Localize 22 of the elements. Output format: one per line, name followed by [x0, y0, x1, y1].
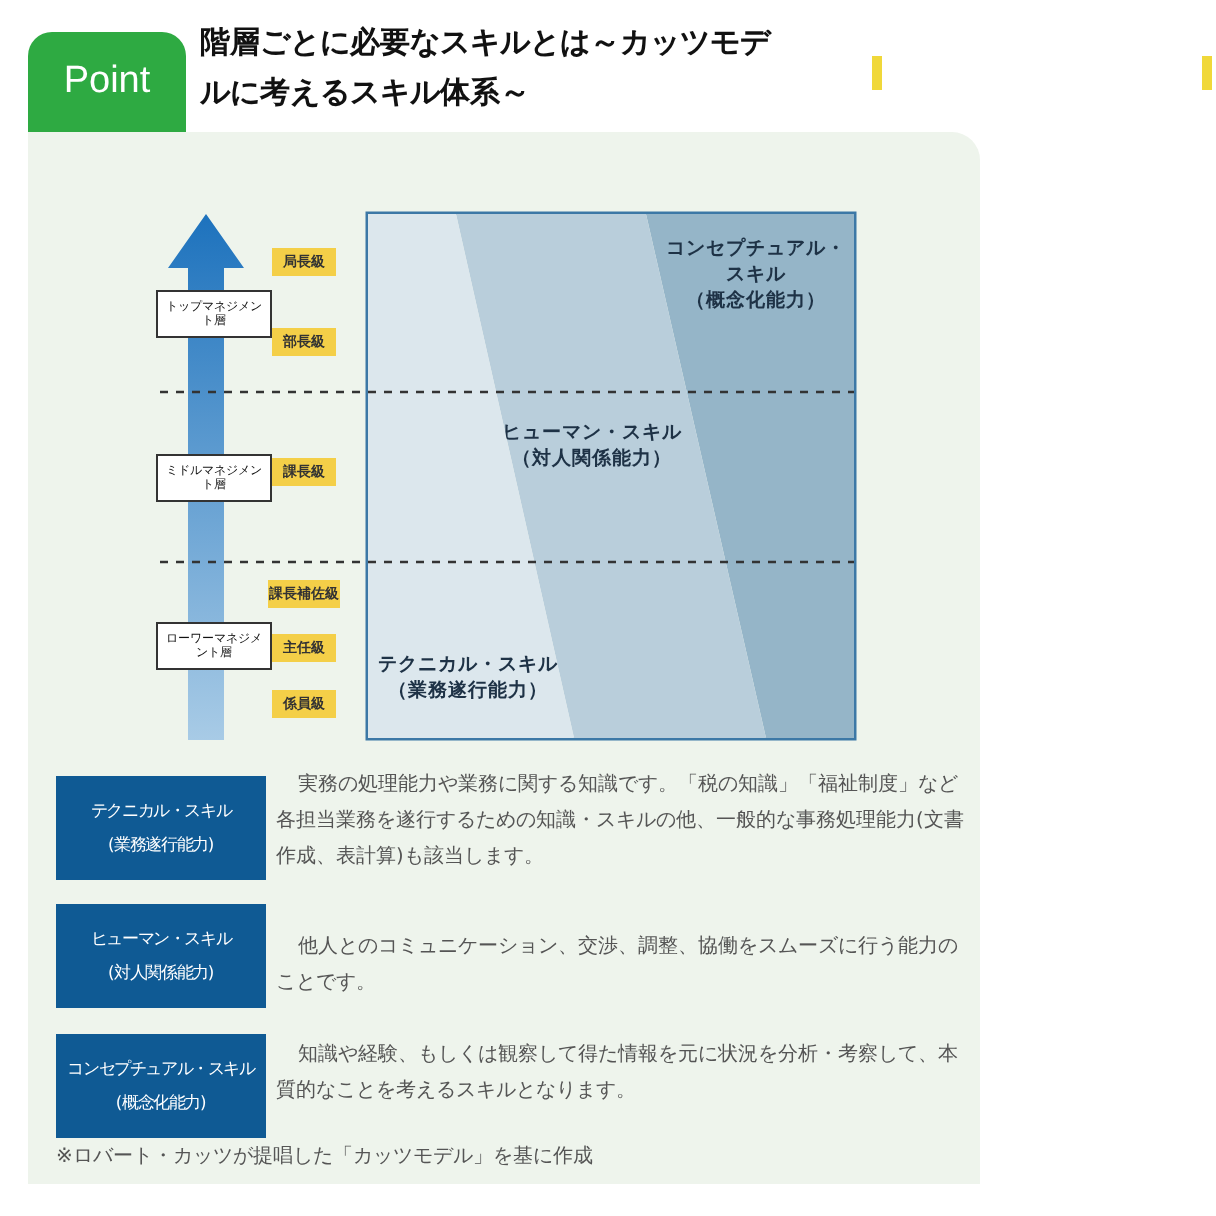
skill-name: (業務遂行能力)	[108, 832, 214, 858]
skill-name: （業務遂行能力）	[386, 678, 550, 704]
skill-name: コンセプチュアル・スキル	[664, 236, 848, 288]
skill-name: (対人関係能力)	[108, 960, 214, 986]
skill-box	[56, 1034, 266, 1138]
skill-box	[56, 904, 266, 1008]
point-badge: Point	[28, 32, 186, 132]
description-text: 実務の処理能力や業務に関する知識です。「税の知識」「福祉制度」など各担当業務を遂行するための知識・スキルの他、一般的な事務処理能力(文書作成、表計算)も該当します。	[276, 771, 966, 872]
skill-band	[646, 214, 854, 738]
skill-name: (概念化能力)	[115, 1090, 207, 1116]
skill-name: ヒューマン・スキル	[90, 926, 232, 952]
description-text: 他人とのコミュニケーション、交渉、調整、協働をスムーズに行う能力のことです。	[276, 933, 960, 998]
title: 階層ごとに必要なスキルとは～カッツモデルに考えるスキル体系～	[200, 22, 770, 114]
description-text: 知識や経験、もしくは観察して得た情報を元に状況を分析・考察して、本質的なことを考えるスキルとなります。	[276, 1041, 960, 1106]
caption: ※ロバート・カッツが提唱した「カッツモデル」を基に作成	[56, 1143, 593, 1170]
skill-name: （対人関係能力）	[510, 446, 674, 472]
skill-name: テクニカル・スキル	[90, 798, 232, 824]
skill-box	[56, 776, 266, 880]
skill-name: ヒューマン・スキル	[500, 420, 684, 446]
skill-name: コンセプチュアル・スキル	[67, 1056, 255, 1082]
skill-name: テクニカル・スキル	[376, 652, 560, 678]
skill-name: （概念化能力）	[684, 288, 828, 314]
